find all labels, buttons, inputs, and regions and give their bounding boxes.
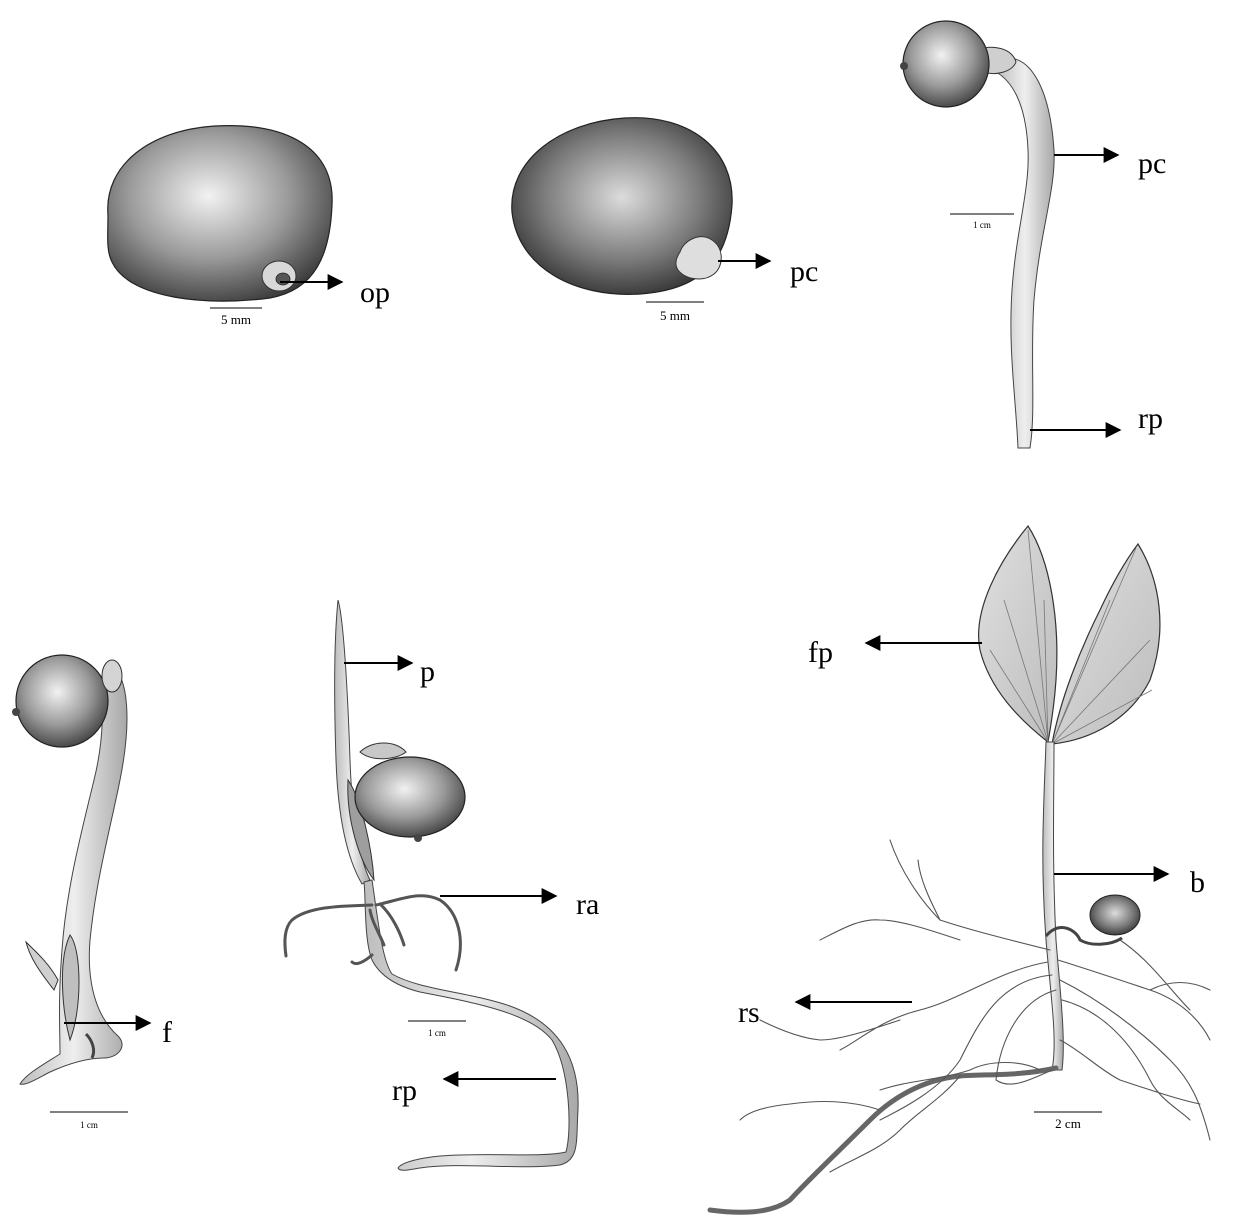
scale-label-2: 5 mm — [660, 308, 690, 323]
scale-label-5: 1 cm — [428, 1028, 446, 1038]
panel-early-seedling: pc rp 1 cm — [900, 21, 1166, 448]
seed-coat-3 — [903, 21, 989, 107]
seed-body — [108, 126, 332, 301]
panel-seed: op 5 mm — [108, 126, 390, 327]
panel-mature-seedling: fp b rs 2 cm — [710, 526, 1210, 1212]
label-pc-1: pc — [790, 255, 818, 288]
secondary-roots — [740, 840, 1210, 1172]
seed-coat-6 — [1090, 895, 1140, 935]
seed-coat-5 — [355, 757, 465, 837]
main-root-mature — [710, 1068, 1056, 1212]
label-rp-1: rp — [1138, 402, 1163, 435]
label-ra: ra — [576, 888, 599, 921]
label-op: op — [360, 276, 390, 309]
label-b: b — [1190, 866, 1205, 899]
scale-label-4: 1 cm — [80, 1120, 98, 1130]
panel-seedling-p: p ra rp 1 cm — [285, 600, 599, 1170]
scale-label-3: 1 cm — [973, 220, 991, 230]
label-rp-2: rp — [392, 1074, 417, 1107]
label-fp: fp — [808, 636, 833, 669]
label-f: f — [162, 1016, 172, 1049]
scale-label-1: 5 mm — [221, 312, 251, 327]
label-pc-2: pc — [1138, 147, 1166, 180]
panel-seedling-f: f 1 cm — [12, 655, 172, 1130]
stem-mature — [1043, 742, 1063, 1070]
side-shoot — [26, 942, 58, 990]
scale-label-6: 2 cm — [1055, 1116, 1081, 1131]
leaf-right — [1052, 544, 1160, 744]
panel-germinating-seed: pc 5 mm — [512, 118, 819, 323]
hypocotyl-stem — [996, 58, 1054, 448]
label-rs: rs — [738, 996, 760, 1029]
label-p: p — [420, 655, 435, 688]
seed-coat-4 — [16, 655, 108, 747]
